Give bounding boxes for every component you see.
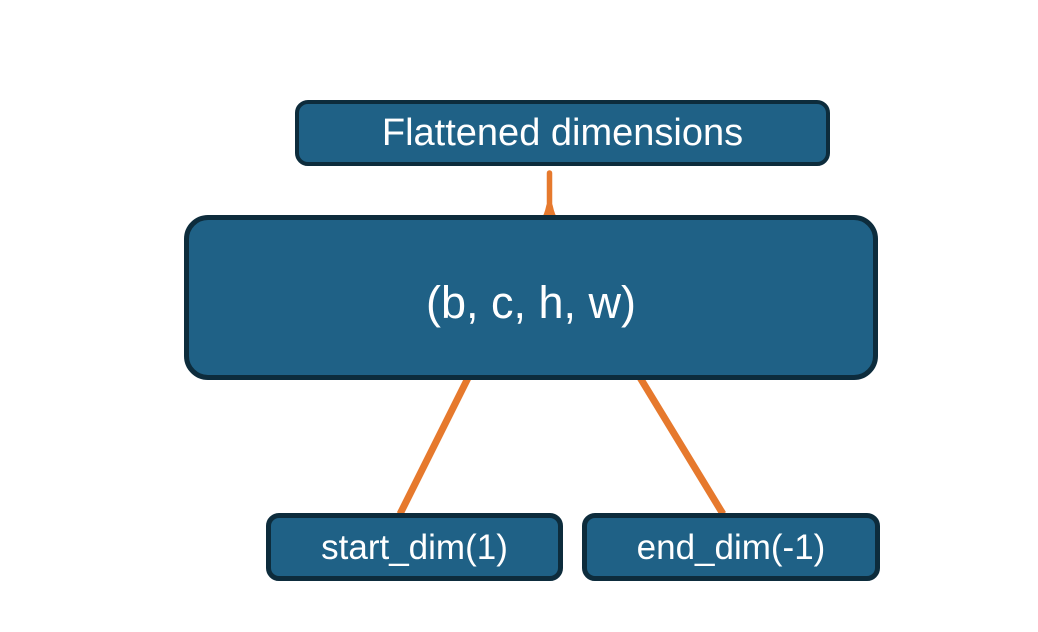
start-dim-box: start_dim(1) xyxy=(266,513,563,581)
tensor-shape-label: (b, c, h, w) xyxy=(425,277,637,328)
flattened-dimensions-label: Flattened dimensions xyxy=(381,112,744,154)
end-dim-box: end_dim(-1) xyxy=(582,513,880,581)
flattened-dimensions-box: Flattened dimensions xyxy=(295,100,830,166)
start-dim-label: start_dim(1) xyxy=(321,527,508,567)
end-dim-label: end_dim(-1) xyxy=(636,527,826,567)
tensor-shape-box: (b, c, h, w) xyxy=(184,215,878,380)
